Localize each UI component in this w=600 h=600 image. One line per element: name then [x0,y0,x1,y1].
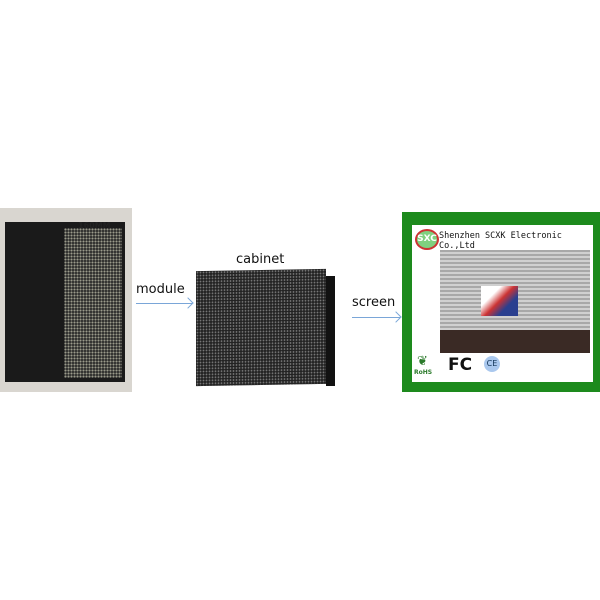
module-led-grid [64,228,122,378]
fc-cert-logo: FC [448,355,473,375]
cabinet-label: cabinet [236,252,285,267]
building-storefront [440,330,590,353]
company-name: Shenzhen SCXK Electronic Co.,Ltd [439,231,562,251]
cabinet-side [326,276,335,386]
arrow-right-icon [352,317,400,318]
ce-cert-logo: CE [484,356,500,372]
module-label: module [136,282,185,297]
module-dimension-label: 160MM [78,221,111,230]
screen-label: screen [352,295,396,310]
rohs-cert-label: RoHS [414,369,433,376]
rohs-leaf-icon: ❦ [417,354,428,369]
cabinet-photo [196,268,326,387]
company-logo: SXC [415,229,439,250]
arrow-right-icon [136,303,192,304]
led-billboard [481,286,518,316]
